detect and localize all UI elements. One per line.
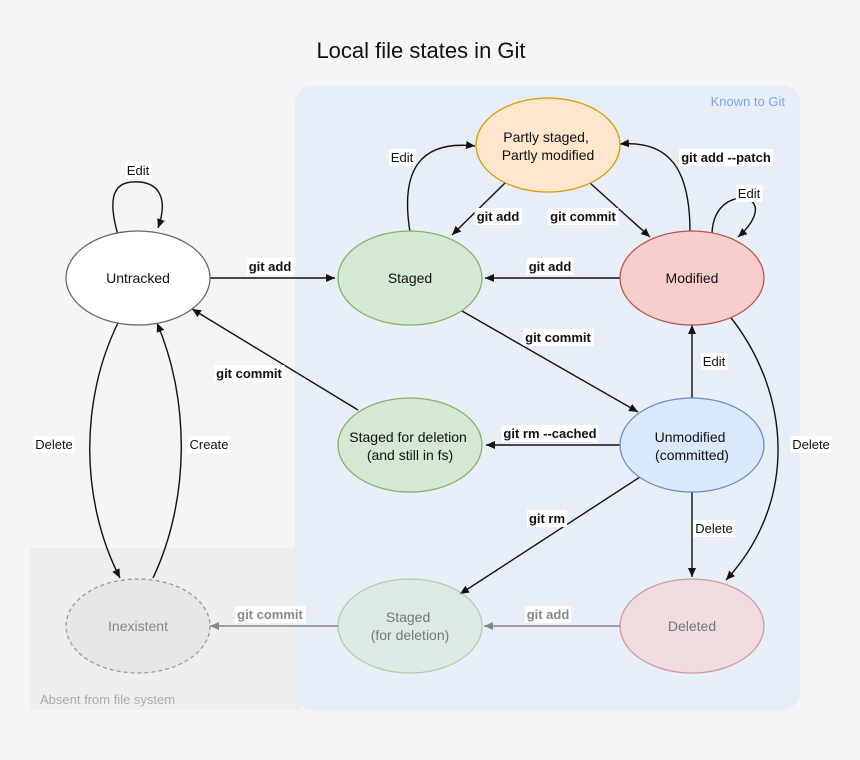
edge-staged-commit [461,310,639,413]
edge-sdfs-commit [191,308,359,411]
edge-partly-commit [589,182,651,238]
edge-label-backing [548,208,619,225]
svg-text:Partly staged, Partly mo: Partly staged, Partly modified [502,129,595,163]
node-modified: Modified [619,230,765,326]
svg-text:Untracked: Untracked [106,270,170,286]
node-deleted: Deleted [619,578,765,674]
node-unmodified-line1: Unmodified [655,429,726,445]
label-unmodified-edit: Edit [703,354,726,369]
label-untracked-add: git add [249,259,292,274]
edge-label-backing [790,436,832,453]
label-unmodified-rm-cached: git rm --cached [503,426,596,441]
label-modified-delete: Delete [792,437,830,452]
edge-label-backing [526,258,574,275]
node-inexistent-line1: Inexistent [108,618,168,634]
label-sdfs-commit: git commit [216,366,282,381]
edge-modified-add-patch [619,139,691,233]
edge-label-backing [214,365,285,382]
node-modified-line1: Modified [666,270,719,286]
node-unmodified: Unmodified (committed) [619,397,765,493]
diagram-title: Local file states in Git [316,38,525,63]
absent-from-fs-label: Absent from file system [40,692,175,707]
edge-inexistent-create [152,322,182,579]
label-staged-edit: Edit [391,150,414,165]
edge-label-backing [33,436,75,453]
edge-label-backing [735,185,763,202]
edge-label-backing [693,520,735,537]
edge-label-backing [524,606,572,623]
edge-untracked-delete [89,322,121,579]
label-unmodified-rm: git rm [529,511,565,526]
svg-text:Staged (for deletion): Staged (for deletion) [371,609,450,643]
node-untracked: Untracked [65,230,211,326]
node-staged-for-deletion-fs: Staged for deletion (and still in fs) [337,397,483,493]
edge-label-backing [501,425,599,442]
node-partly-staged: Partly staged, Partly modified [475,97,621,193]
label-unmodified-delete: Delete [695,521,733,536]
svg-text:Staged for deletion (and: Staged for deletion (and still in fs) [349,429,470,463]
label-inexistent-create: Create [189,437,228,452]
svg-text:Modified: Modified [666,270,719,286]
node-inexistent: Inexistent [65,578,211,674]
edge-label-backing [523,329,594,346]
edge-label-backing [187,436,231,453]
label-partly-add: git add [477,209,520,224]
label-modified-add: git add [529,259,572,274]
node-staged-deletion: Staged (for deletion) [337,578,483,674]
svg-text:Staged: Staged [388,270,432,286]
node-partly-line2: Partly modified [502,147,595,163]
edge-label-backing [679,149,773,166]
node-sdfs-line1: Staged for deletion [349,429,467,445]
node-untracked-line1: Untracked [106,270,170,286]
edge-label-backing [474,208,522,225]
label-staged-commit: git commit [525,330,591,345]
node-partly-line1: Partly staged, [503,129,589,145]
svg-text:Unmodified (committed): Unmodified (committed) [655,429,730,463]
svg-text:Inexistent: Inexistent [108,618,168,634]
edge-untracked-edit [112,181,165,236]
node-unmodified-line2: (committed) [655,447,729,463]
edge-label-backing [235,606,306,623]
label-modified-add-patch: git add --patch [681,150,771,165]
edge-label-backing [388,149,416,166]
node-deleted-line1: Deleted [668,618,716,634]
edge-staged-edit [406,141,476,233]
edge-modified-delete [725,313,779,581]
node-staged-line1: Staged [388,270,432,286]
edge-label-backing [124,162,152,179]
label-modified-edit: Edit [738,186,761,201]
edge-label-backing [526,510,568,527]
svg-text:Deleted: Deleted [668,618,716,634]
node-staged-deletion-line1: Staged [386,609,430,625]
label-untracked-edit: Edit [127,163,150,178]
label-partly-commit: git commit [550,209,616,224]
label-staged-deletion-commit: git commit [237,607,303,622]
edge-unmodified-rm [459,476,641,595]
edge-labels: Edit git add Delete Create Edit git add … [33,149,832,623]
node-staged-deletion-line2: (for deletion) [371,627,450,643]
label-deleted-add: git add [527,607,570,622]
edge-label-backing [246,258,294,275]
known-to-git-label: Known to Git [711,94,786,109]
node-staged: Staged [337,230,483,326]
edge-label-backing [700,353,728,370]
node-sdfs-line2: (and still in fs) [367,447,453,463]
label-untracked-delete: Delete [35,437,73,452]
